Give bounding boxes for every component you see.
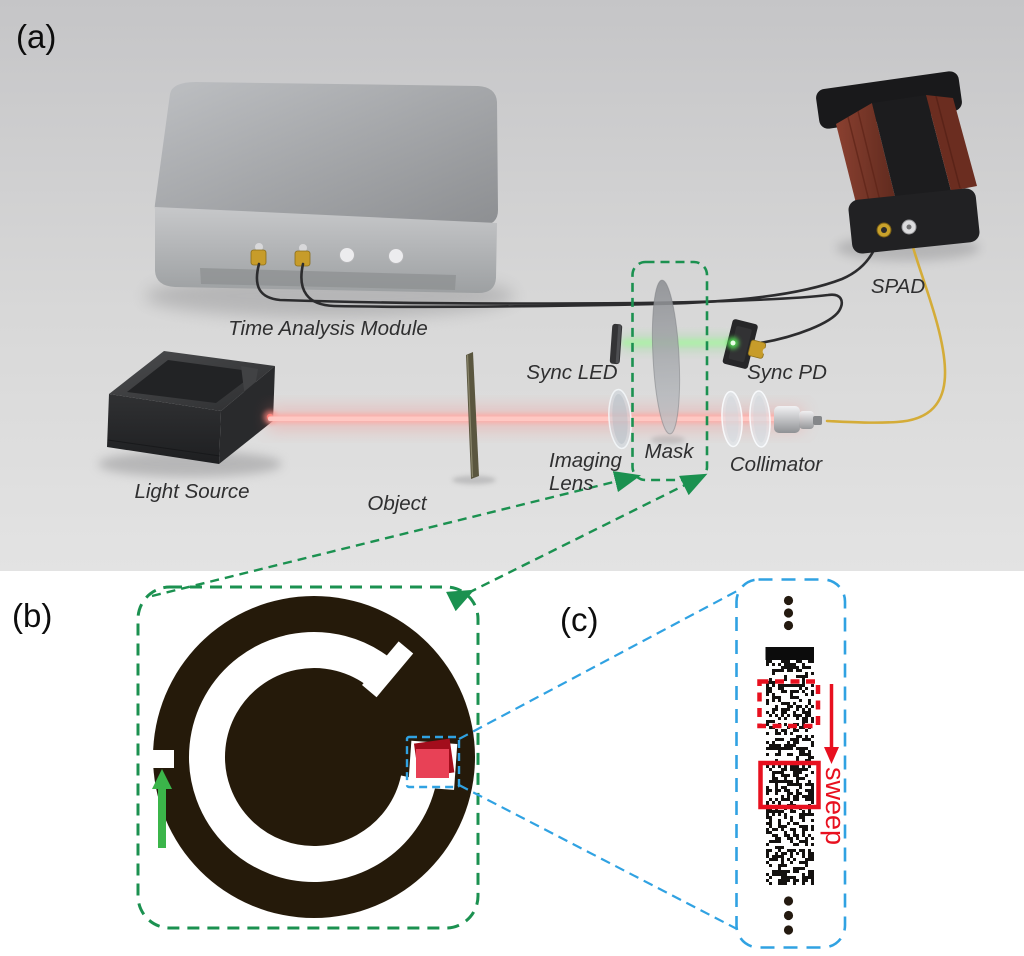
- label-imaging-lens-line1: Imaging: [549, 449, 623, 472]
- pattern-cell: [416, 749, 449, 778]
- light-source-front: [107, 394, 221, 464]
- panel-a-photo: (a) Time Analysis Module Light Source Ob…: [0, 0, 1024, 612]
- panel-b-mask-diagram: (b): [12, 585, 738, 930]
- rotation-arrow: [152, 769, 172, 848]
- mask-callout-line-right: [445, 473, 708, 612]
- spad-fiber-pin: [906, 224, 912, 230]
- spad-device: [816, 71, 980, 254]
- light-source-device: [107, 351, 277, 464]
- sync-led-device: [609, 323, 623, 365]
- sweep-arrow: [824, 684, 839, 764]
- mask-shadow: [651, 435, 685, 445]
- ellipsis-dots-top: [783, 595, 794, 631]
- label-time-analysis-module: Time Analysis Module: [228, 317, 428, 340]
- collimator-assembly: [721, 390, 822, 448]
- sync-pd-device: [722, 319, 770, 369]
- pd-green-spot: [730, 340, 736, 346]
- panel-c-pattern-zoom: (c) sweep: [560, 578, 850, 949]
- label-imaging-lens-line2: Lens: [549, 472, 593, 495]
- zoom-line-bottom: [458, 784, 738, 930]
- fiber-coupler-barrel: [799, 411, 814, 429]
- tam-hole-2: [388, 248, 404, 264]
- label-object: Object: [367, 492, 428, 515]
- label-mask: Mask: [645, 440, 696, 463]
- spad-sma-pin: [881, 227, 887, 233]
- mask-disk: [651, 279, 681, 435]
- spad-front-cap: [848, 188, 980, 254]
- panel-a-tag: (a): [16, 18, 56, 55]
- disk-sync-notch: [142, 750, 174, 768]
- label-light-source: Light Source: [134, 480, 249, 503]
- tam-port-2: [294, 244, 311, 267]
- spad-fins-right: [935, 95, 961, 189]
- spad-fins-left: [847, 110, 883, 214]
- tam-hole-1: [339, 247, 355, 263]
- panel-b-tag: (b): [12, 597, 52, 634]
- disk-white-channel: [189, 632, 437, 882]
- pattern-zoom-box: [735, 578, 847, 949]
- light-source-seam: [107, 439, 221, 457]
- light-source-shadow: [98, 451, 282, 477]
- previous-frame-box: [757, 679, 821, 729]
- zoom-line-top: [458, 590, 738, 740]
- label-spad: SPAD: [871, 275, 925, 298]
- label-collimator: Collimator: [730, 453, 823, 476]
- panel-c-tag: (c): [560, 601, 598, 638]
- light-source-side: [219, 366, 275, 464]
- disk-gap-slash: [362, 641, 414, 698]
- label-sync-led: Sync LED: [526, 361, 617, 384]
- tam-port-1: [250, 243, 267, 266]
- mask-disk-schematic: [142, 596, 475, 918]
- spad-side-right: [926, 95, 977, 191]
- coded-pattern: [766, 660, 814, 885]
- sweep-label: sweep: [820, 767, 850, 845]
- pattern-cell-callout-box: [405, 735, 461, 789]
- mask-diagram-box: [136, 585, 480, 930]
- current-frame-box: [758, 760, 821, 810]
- light-source-recess: [127, 360, 257, 403]
- label-sync-pd: Sync PD: [747, 361, 827, 384]
- fiber-coupler-tip: [813, 416, 822, 425]
- sync-mark-bar: [765, 647, 814, 660]
- tam-top-face: [154, 82, 499, 226]
- tam-front-recess: [200, 268, 456, 290]
- fiber-coupler-body: [774, 406, 800, 433]
- time-analysis-module-device: [154, 82, 499, 294]
- object-plate: [466, 352, 479, 479]
- imaging-lens-optic: [608, 388, 632, 450]
- spad-top-stripe: [872, 95, 951, 205]
- ellipsis-dots-bottom: [783, 896, 794, 935]
- fiber-spad-to-collimator: [825, 231, 947, 424]
